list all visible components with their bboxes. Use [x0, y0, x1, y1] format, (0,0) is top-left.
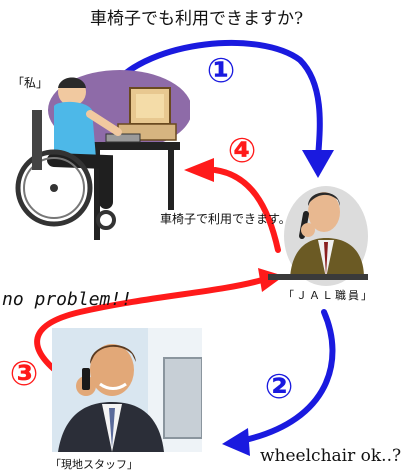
arrow-step-4 — [212, 167, 281, 253]
reply-staff: no problem!! — [2, 289, 133, 310]
me-label: 「私」 — [12, 76, 49, 90]
arrow-step-1-head — [302, 150, 334, 178]
step-2-number: ② — [258, 366, 300, 408]
arrow-step-2 — [242, 309, 336, 443]
step-1-number: ① — [200, 50, 242, 92]
question-top: 車椅子でも利用できますか? — [90, 9, 304, 29]
staff-label: 「現地スタッフ」 — [50, 458, 138, 471]
staff-figure — [52, 328, 203, 452]
arrow-step-3 — [34, 277, 265, 383]
jal-label: 「ＪＡＬ職員」 — [283, 289, 374, 302]
arrow-step-1 — [109, 39, 323, 161]
phone-operator-icon — [268, 186, 368, 286]
businessman-on-phone-icon — [52, 328, 203, 452]
reply-jal: 車椅子で利用できます。 — [160, 212, 291, 226]
arrow-step-4-head — [184, 158, 214, 182]
me-figure — [10, 70, 192, 240]
step-3-number: ③ — [3, 353, 45, 395]
arrow-step-2-head — [222, 428, 250, 456]
jal-figure — [268, 178, 368, 288]
step-4-number: ④ — [221, 130, 263, 172]
question-bottom: wheelchair ok..?? — [260, 446, 401, 466]
wheelchair-user-at-computer-icon — [15, 70, 192, 240]
